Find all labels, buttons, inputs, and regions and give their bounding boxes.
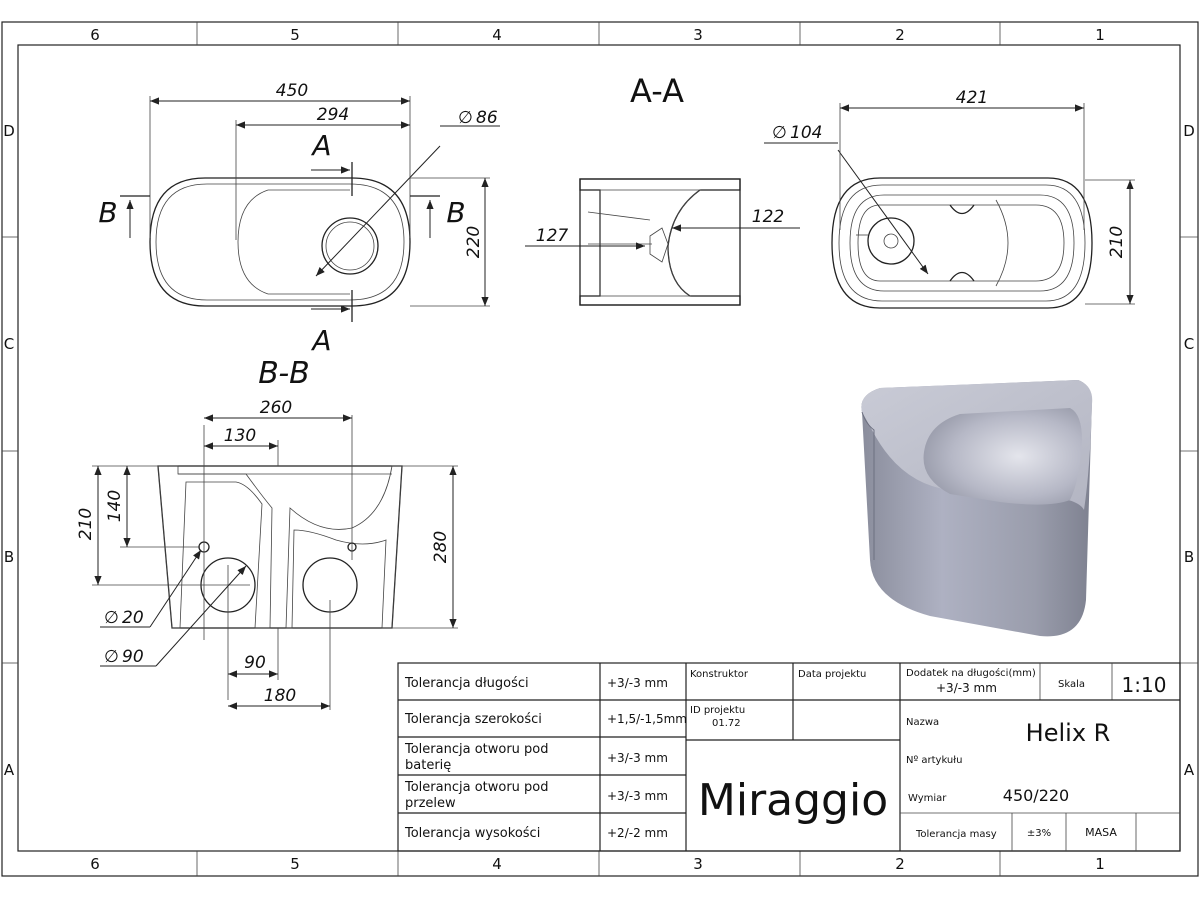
dimension-label: 122 bbox=[752, 207, 784, 227]
tolerance-value: +3/-3 mm bbox=[607, 789, 668, 803]
dimension-label: 210 bbox=[76, 508, 96, 540]
dimension-label: 260 bbox=[260, 398, 292, 418]
column-label: 1 bbox=[1095, 26, 1105, 44]
title-block: Tolerancja długości +3/-3 mm Tolerancja … bbox=[397, 662, 1181, 852]
dimension-label: 86 bbox=[476, 108, 498, 128]
dimension-label: 421 bbox=[956, 88, 988, 108]
tolerance-label: przelew bbox=[405, 796, 456, 811]
tolerance-value: +2/-2 mm bbox=[607, 826, 668, 840]
row-label: D bbox=[3, 122, 15, 140]
column-labels-top: 6 5 4 3 2 1 bbox=[90, 26, 1105, 44]
artykul-label: Nº artykułu bbox=[906, 755, 962, 766]
row-label: D bbox=[1183, 122, 1195, 140]
row-label: B bbox=[4, 548, 14, 566]
column-label: 2 bbox=[895, 26, 905, 44]
dimension-label: ∅ bbox=[104, 647, 119, 667]
tolerance-label: Tolerancja szerokości bbox=[404, 712, 542, 727]
section-bb-view: B-B 260 130 140 210 bbox=[76, 356, 458, 710]
wymiar-label: Wymiar bbox=[908, 793, 947, 804]
tolerance-label: Tolerancja otworu pod bbox=[404, 780, 549, 795]
brand-logo: Miraggio bbox=[698, 775, 888, 826]
section-marker: A bbox=[310, 129, 331, 162]
tolerance-label: baterię bbox=[405, 758, 451, 773]
column-label: 3 bbox=[693, 26, 703, 44]
dimension-label: 20 bbox=[122, 608, 144, 628]
id-projektu-value: 01.72 bbox=[712, 718, 741, 729]
section-title: A-A bbox=[630, 72, 684, 110]
section-marker: B bbox=[446, 196, 465, 229]
wymiar-value: 450/220 bbox=[1003, 786, 1069, 805]
column-label: 2 bbox=[895, 855, 905, 873]
column-labels-bottom: 6 5 4 3 2 1 bbox=[90, 855, 1105, 873]
section-marker: A bbox=[310, 324, 331, 357]
tolerance-label: Tolerancja długości bbox=[404, 676, 529, 691]
skala-label: Skala bbox=[1058, 679, 1085, 690]
skala-value: 1:10 bbox=[1122, 673, 1167, 697]
tolerance-value: +3/-3 mm bbox=[607, 751, 668, 765]
row-label: B bbox=[1184, 548, 1194, 566]
dimension-label: ∅ bbox=[104, 608, 119, 628]
column-label: 4 bbox=[492, 855, 502, 873]
row-labels-left: D C B A bbox=[3, 122, 15, 779]
dimension-label: ∅ bbox=[772, 123, 787, 143]
dimension-label: 127 bbox=[536, 226, 569, 246]
tolerancja-masy-value: ±3% bbox=[1027, 828, 1051, 839]
nazwa-value: Helix R bbox=[1026, 719, 1111, 747]
dimension-label: 90 bbox=[244, 653, 266, 673]
dimension-label: 104 bbox=[790, 123, 822, 143]
section-marker: B bbox=[98, 196, 117, 229]
nazwa-label: Nazwa bbox=[906, 717, 939, 728]
dimension-label: 90 bbox=[122, 647, 144, 667]
dimension-label: 220 bbox=[464, 226, 484, 258]
tolerance-label: Tolerancja otworu pod bbox=[404, 742, 549, 757]
data-projektu-label: Data projektu bbox=[798, 669, 866, 680]
masa-label: MASA bbox=[1085, 826, 1117, 839]
column-label: 4 bbox=[492, 26, 502, 44]
konstruktor-label: Konstruktor bbox=[690, 669, 749, 680]
dimension-label: ∅ bbox=[458, 108, 473, 128]
row-label: A bbox=[4, 761, 15, 779]
bottom-view: ∅ 104 421 210 bbox=[764, 88, 1135, 309]
dodatek-label: Dodatek na długości(mm) bbox=[906, 667, 1036, 679]
dimension-label: 450 bbox=[276, 81, 308, 101]
top-view: ∅ 86 450 294 220 A A B B bbox=[98, 81, 500, 357]
row-label: A bbox=[1184, 761, 1195, 779]
dimension-label: 140 bbox=[105, 490, 125, 522]
row-label: C bbox=[4, 335, 14, 353]
dimension-label: 130 bbox=[224, 426, 256, 446]
tolerance-value: +1,5/-1,5mm bbox=[607, 712, 687, 726]
dimension-label: 280 bbox=[431, 531, 451, 563]
tolerance-value: +3/-3 mm bbox=[607, 676, 668, 690]
tolerancja-masy-label: Tolerancja masy bbox=[915, 829, 997, 840]
row-label: C bbox=[1184, 335, 1194, 353]
column-label: 5 bbox=[290, 855, 300, 873]
section-aa-view: A-A 127 122 bbox=[525, 72, 800, 306]
row-labels-right: D C B A bbox=[1183, 122, 1195, 779]
column-label: 6 bbox=[90, 855, 100, 873]
id-projektu-label: ID projektu bbox=[690, 705, 745, 716]
dimension-label: 294 bbox=[317, 105, 349, 125]
tolerance-label: Tolerancja wysokości bbox=[404, 826, 540, 841]
dodatek-value: +3/-3 mm bbox=[936, 681, 997, 695]
dimension-label: 210 bbox=[1107, 226, 1127, 258]
column-label: 1 bbox=[1095, 855, 1105, 873]
column-label: 3 bbox=[693, 855, 703, 873]
dimension-label: 180 bbox=[264, 686, 296, 706]
column-label: 6 bbox=[90, 26, 100, 44]
column-label: 5 bbox=[290, 26, 300, 44]
section-title: B-B bbox=[258, 356, 309, 391]
product-3d-render bbox=[861, 380, 1093, 637]
